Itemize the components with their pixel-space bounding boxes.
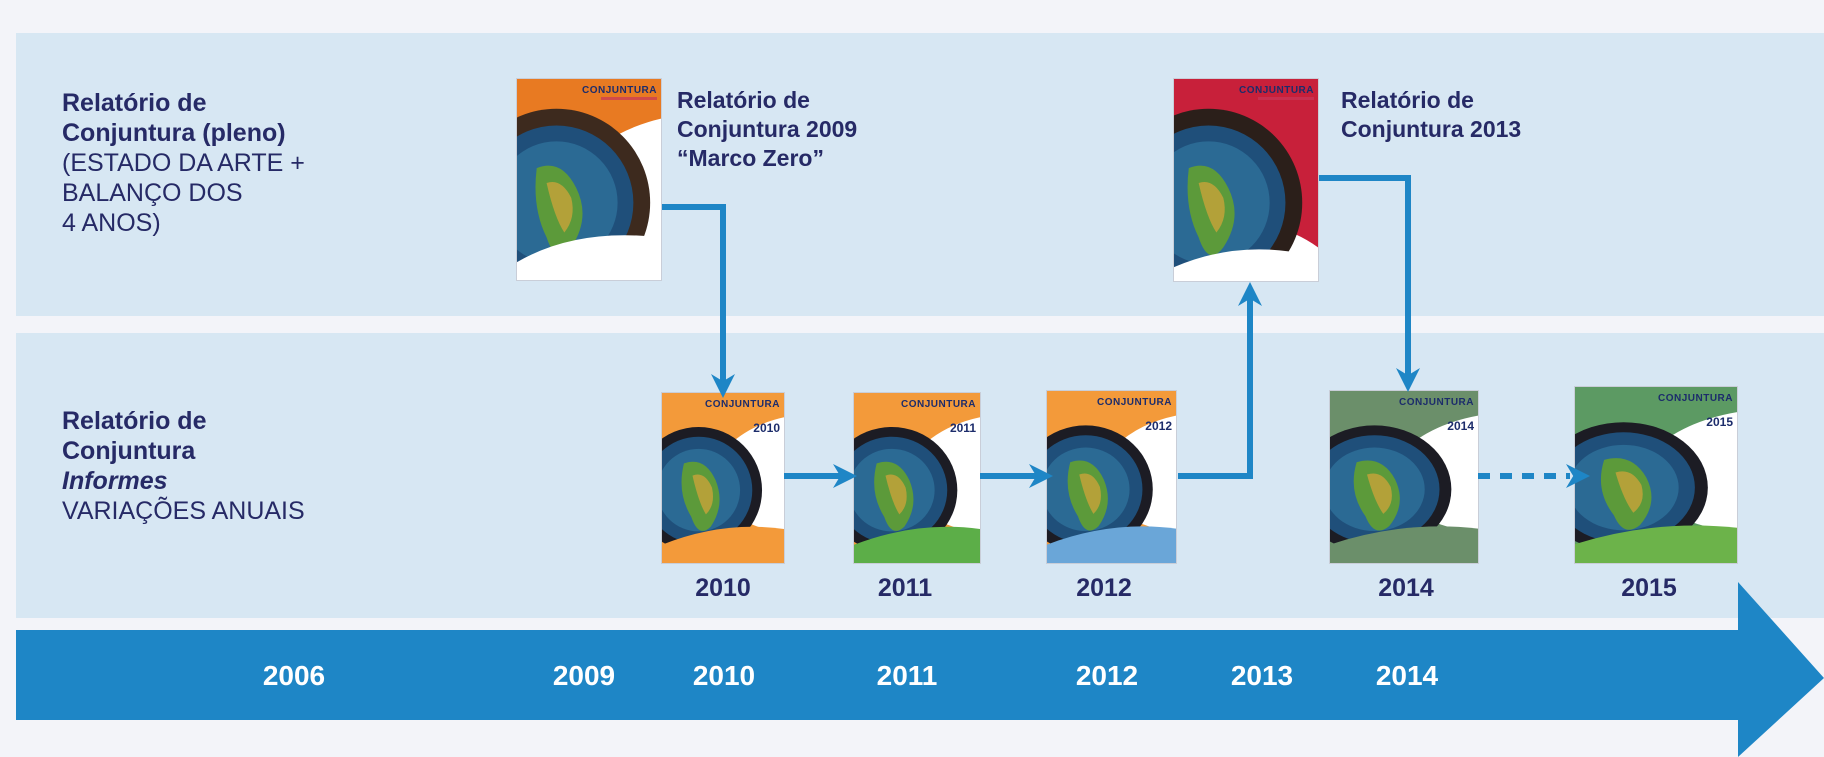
globe-cover-art-icon bbox=[517, 79, 661, 280]
timeline-year-2009: 2009 bbox=[552, 660, 616, 691]
timeline-year-2013: 2013 bbox=[1230, 660, 1294, 691]
timeline-arrow bbox=[16, 582, 1824, 757]
cover-report-2009: CONJUNTURA bbox=[516, 78, 662, 281]
cover-title: CONJUNTURA bbox=[1097, 397, 1172, 408]
arrow-2013-to-2014 bbox=[1319, 175, 1420, 392]
cover-informe-2015: CONJUNTURA 2015 bbox=[1574, 386, 1738, 564]
report-2013-caption-line1: Relatório de bbox=[1341, 87, 1474, 113]
timeline-year-2012: 2012 bbox=[1075, 660, 1139, 691]
full-report-title-line1: Relatório de bbox=[62, 89, 207, 117]
globe-cover-art-icon bbox=[662, 393, 784, 563]
cover-title: CONJUNTURA bbox=[1658, 393, 1733, 404]
report-2013-caption: Relatório de Conjuntura 2013 bbox=[1341, 86, 1521, 144]
report-2009-caption: Relatório de Conjuntura 2009 “Marco Zero… bbox=[677, 86, 857, 173]
report-2009-caption-line1: Relatório de bbox=[677, 87, 810, 113]
cover-title: CONJUNTURA bbox=[1399, 397, 1474, 408]
cover-edition: 2010 bbox=[753, 421, 780, 435]
informe-year-2011: 2011 bbox=[877, 574, 933, 602]
globe-cover-art-icon bbox=[1047, 391, 1176, 563]
informes-detail: VARIAÇÕES ANUAIS bbox=[62, 497, 305, 525]
report-2009-caption-line2: Conjuntura 2009 bbox=[677, 116, 858, 142]
full-report-detail-line1: (ESTADO DA ARTE + bbox=[62, 149, 305, 177]
cover-informe-2010: CONJUNTURA 2010 bbox=[661, 392, 785, 564]
full-report-detail-line2: BALANÇO DOS bbox=[62, 179, 243, 207]
cover-title: CONJUNTURA bbox=[582, 85, 657, 96]
cover-edition: 2014 bbox=[1447, 419, 1474, 433]
timeline-year-2011: 2011 bbox=[876, 660, 938, 691]
globe-cover-art-icon bbox=[854, 393, 980, 563]
report-2013-caption-line2: Conjuntura 2013 bbox=[1341, 116, 1522, 142]
cover-title: CONJUNTURA bbox=[901, 399, 976, 410]
full-report-band bbox=[16, 33, 1824, 316]
cover-subtitle-bar bbox=[1258, 97, 1314, 100]
cover-informe-2012: CONJUNTURA 2012 bbox=[1046, 390, 1177, 564]
cover-subtitle-bar bbox=[601, 97, 657, 100]
cover-informe-2014: CONJUNTURA 2014 bbox=[1329, 390, 1479, 564]
timeline-year-2006: 2006 bbox=[262, 660, 326, 691]
informes-label: Relatório de Conjuntura Informes VARIAÇÕ… bbox=[62, 406, 305, 526]
timeline-year-2014: 2014 bbox=[1375, 660, 1439, 691]
informe-year-2012: 2012 bbox=[1076, 574, 1132, 602]
full-report-title-line2: Conjuntura (pleno) bbox=[62, 119, 286, 147]
globe-cover-art-icon bbox=[1174, 79, 1318, 281]
globe-cover-art-icon bbox=[1575, 387, 1737, 563]
cover-informe-2011: CONJUNTURA 2011 bbox=[853, 392, 981, 564]
cover-edition: 2015 bbox=[1706, 415, 1733, 429]
informe-year-2015: 2015 bbox=[1621, 574, 1677, 602]
informes-emphasis: Informes bbox=[62, 467, 168, 495]
cover-edition: 2011 bbox=[949, 421, 976, 435]
informes-title-line2: Conjuntura bbox=[62, 437, 196, 465]
full-report-label: Relatório de Conjuntura (pleno) (ESTADO … bbox=[62, 88, 305, 238]
cover-title: CONJUNTURA bbox=[705, 399, 780, 410]
arrow-2012-to-2013 bbox=[1178, 282, 1262, 479]
informe-year-2014: 2014 bbox=[1378, 574, 1434, 602]
timeline-year-2010: 2010 bbox=[692, 660, 756, 691]
arrow-2009-to-2010 bbox=[662, 204, 735, 398]
cover-title: CONJUNTURA bbox=[1239, 85, 1314, 96]
cover-edition: 2012 bbox=[1145, 419, 1172, 433]
cover-report-2013: CONJUNTURA bbox=[1173, 78, 1319, 282]
globe-cover-art-icon bbox=[1330, 391, 1478, 563]
informes-title-line1: Relatório de bbox=[62, 407, 207, 435]
full-report-detail-line3: 4 ANOS) bbox=[62, 209, 161, 237]
informe-year-2010: 2010 bbox=[695, 574, 751, 602]
report-2009-caption-line3: “Marco Zero” bbox=[677, 145, 824, 171]
